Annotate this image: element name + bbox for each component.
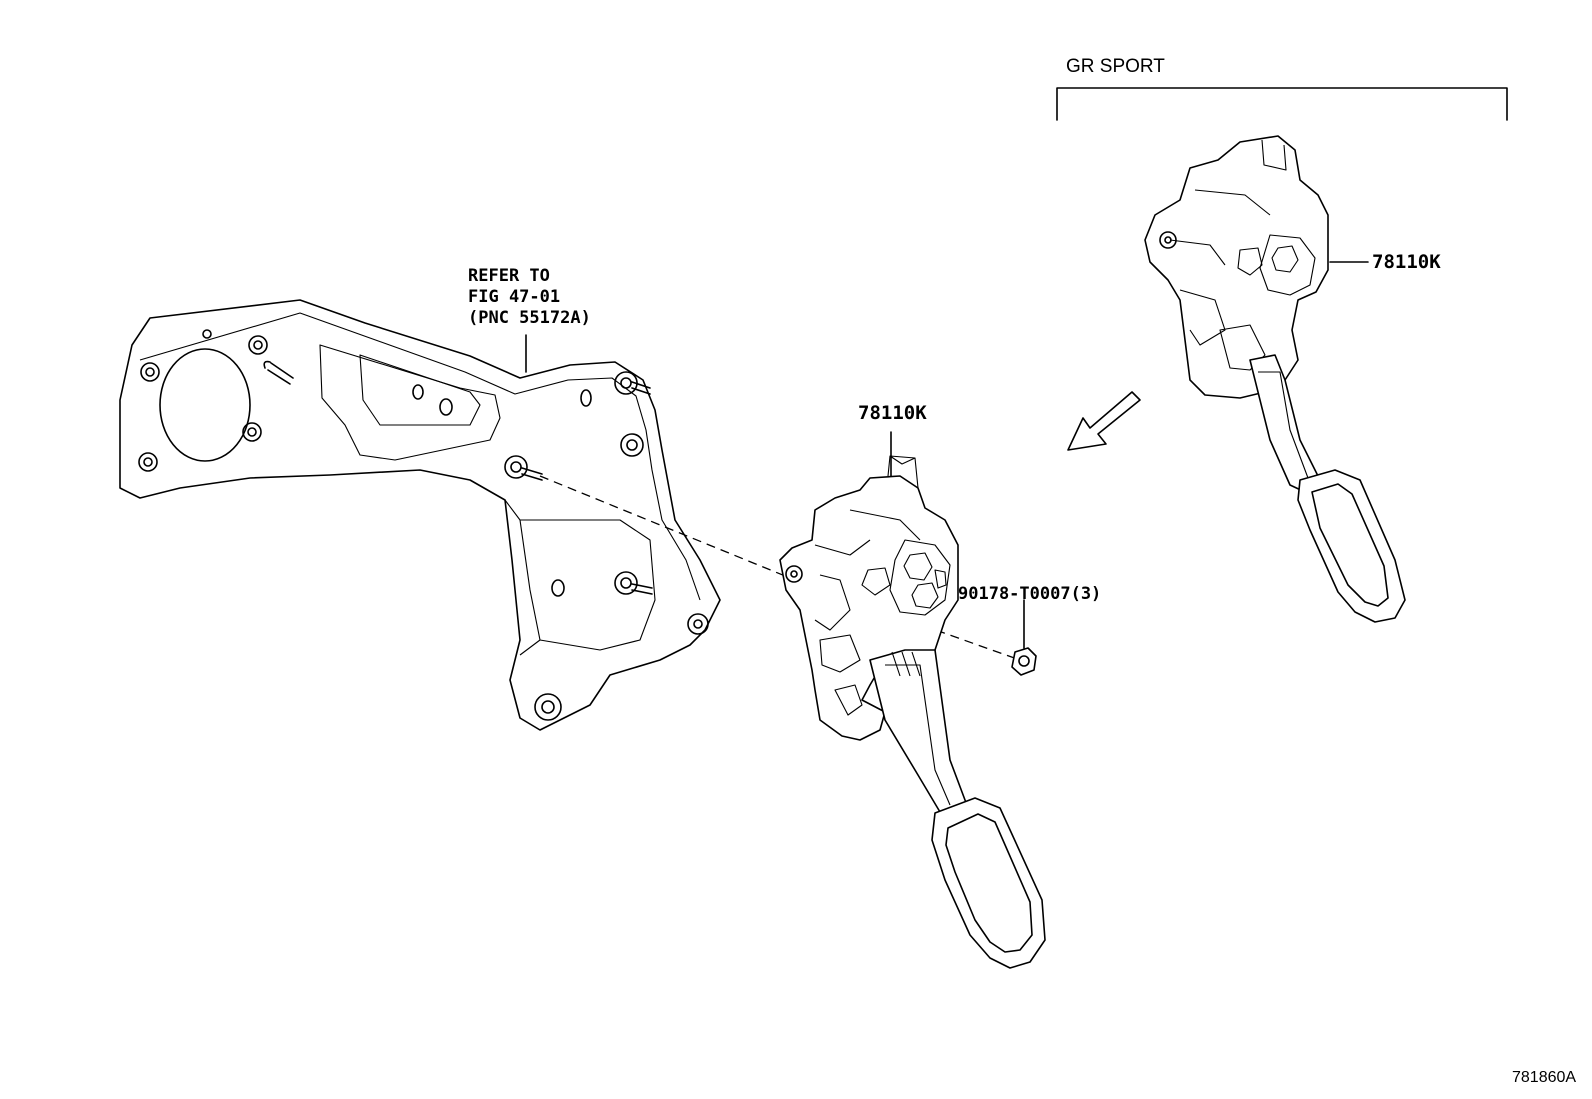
refer-note-line1: REFER TO <box>468 266 550 286</box>
accelerator-pedal-main-drawing <box>779 455 1046 969</box>
nut-drawing <box>1011 599 1037 676</box>
part-number-main: 78110K <box>858 402 927 424</box>
pedal-bracket-drawing <box>119 299 721 731</box>
gr-sport-bracket-line <box>1056 87 1508 121</box>
refer-note-line3: (PNC 55172A) <box>468 308 591 328</box>
refer-note-line2: FIG 47-01 <box>468 287 561 307</box>
alignment-lines <box>539 475 1021 661</box>
accelerator-pedal-gr-sport-drawing <box>1144 135 1406 623</box>
direction-arrow <box>1067 391 1141 451</box>
part-number-gr-sport: 78110K <box>1372 251 1441 273</box>
figure-id: 781860A <box>1512 1069 1577 1086</box>
part-number-nut: 90178-T0007(3) <box>958 584 1102 604</box>
group-title: GR SPORT <box>1066 56 1165 77</box>
